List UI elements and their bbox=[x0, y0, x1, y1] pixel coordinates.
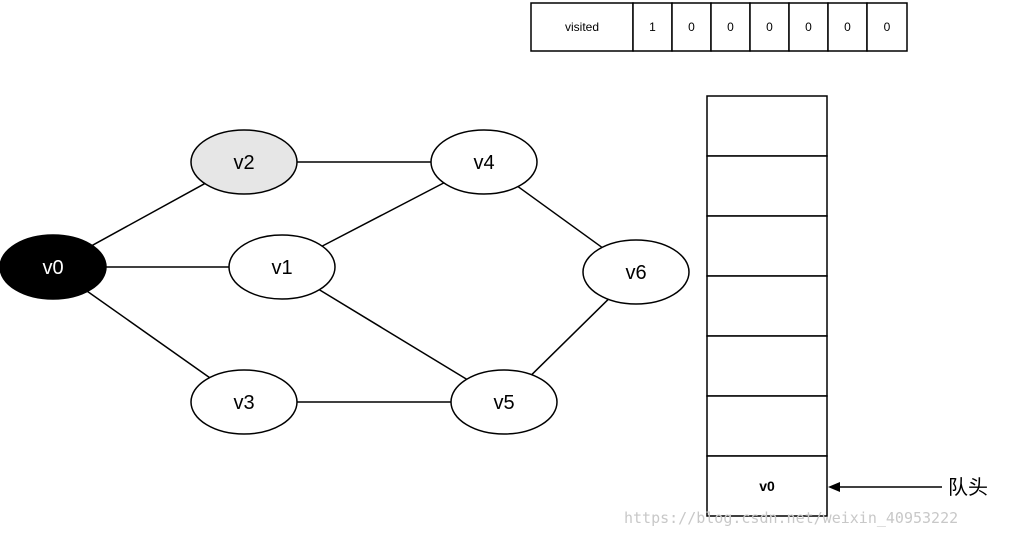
visited-cell bbox=[632, 2, 673, 52]
queue-cell bbox=[706, 455, 828, 517]
graph-node-v1: v1 bbox=[228, 234, 336, 300]
graph-node-label: v2 bbox=[233, 152, 254, 174]
graph-node-label: v3 bbox=[233, 392, 254, 414]
queue: v0 bbox=[706, 95, 828, 517]
queue-cell bbox=[706, 395, 828, 457]
graph-edge bbox=[318, 289, 468, 380]
graph-node-shape bbox=[228, 234, 336, 300]
graph-edge bbox=[321, 182, 445, 247]
visited-cells: 1 0 0 0 0 0 0 bbox=[632, 2, 908, 52]
queue-head-arrow-icon bbox=[828, 482, 840, 492]
visited-cell bbox=[827, 2, 868, 52]
visited-cell-value: 0 bbox=[844, 20, 851, 34]
queue-head-label: 队头 bbox=[948, 475, 988, 499]
graph-node-v4: v4 bbox=[430, 129, 538, 195]
graph-node-label: v1 bbox=[271, 257, 292, 279]
graph-node-v0: v0 bbox=[0, 234, 107, 300]
visited-header-label: visited bbox=[565, 20, 599, 34]
watermark: https://blog.csdn.net/weixin_40953222 bbox=[624, 509, 958, 527]
graph-node-label: v0 bbox=[42, 257, 63, 279]
graph-node-shape bbox=[0, 234, 107, 300]
visited-cell bbox=[749, 2, 790, 52]
graph-node-v3: v3 bbox=[190, 369, 298, 435]
graph-node-v2: v2 bbox=[190, 129, 298, 195]
queue-cell-value: v0 bbox=[759, 478, 775, 494]
graph-edges bbox=[86, 161, 609, 403]
graph-node-label: v6 bbox=[625, 262, 646, 284]
queue-cell bbox=[706, 335, 828, 397]
queue-cell bbox=[706, 215, 828, 277]
visited-cell-value: 0 bbox=[766, 20, 773, 34]
graph-node-shape bbox=[190, 129, 298, 195]
graph-edge bbox=[86, 290, 211, 379]
visited-cell-value: 0 bbox=[688, 20, 695, 34]
graph-node-v6: v6 bbox=[582, 239, 690, 305]
graph-nodes: v0 v1 v2 v3 v4 v5 v6 bbox=[0, 129, 690, 435]
graph-node-v5: v5 bbox=[450, 369, 558, 435]
graph-edge bbox=[91, 182, 206, 247]
graph-node-label: v5 bbox=[493, 392, 514, 414]
visited-cell bbox=[866, 2, 908, 52]
visited-cell-value: 1 bbox=[649, 20, 656, 34]
graph-edge bbox=[531, 298, 609, 376]
graph-node-shape bbox=[190, 369, 298, 435]
visited-header-cell bbox=[530, 2, 634, 52]
queue-cell bbox=[706, 155, 828, 217]
graph-node-shape bbox=[450, 369, 558, 435]
visited-cell-value: 0 bbox=[884, 20, 891, 34]
visited-table: visited 1 0 0 0 0 0 0 bbox=[530, 2, 908, 52]
graph-edge bbox=[517, 185, 603, 249]
visited-cell-value: 0 bbox=[805, 20, 812, 34]
queue-head-pointer: 队头 bbox=[828, 475, 988, 499]
visited-cell-value: 0 bbox=[727, 20, 734, 34]
queue-cell bbox=[706, 275, 828, 337]
graph-node-shape bbox=[582, 239, 690, 305]
visited-cell bbox=[788, 2, 829, 52]
queue-cell bbox=[706, 95, 828, 157]
graph-node-label: v4 bbox=[473, 152, 494, 174]
visited-cell bbox=[671, 2, 712, 52]
graph-node-shape bbox=[430, 129, 538, 195]
